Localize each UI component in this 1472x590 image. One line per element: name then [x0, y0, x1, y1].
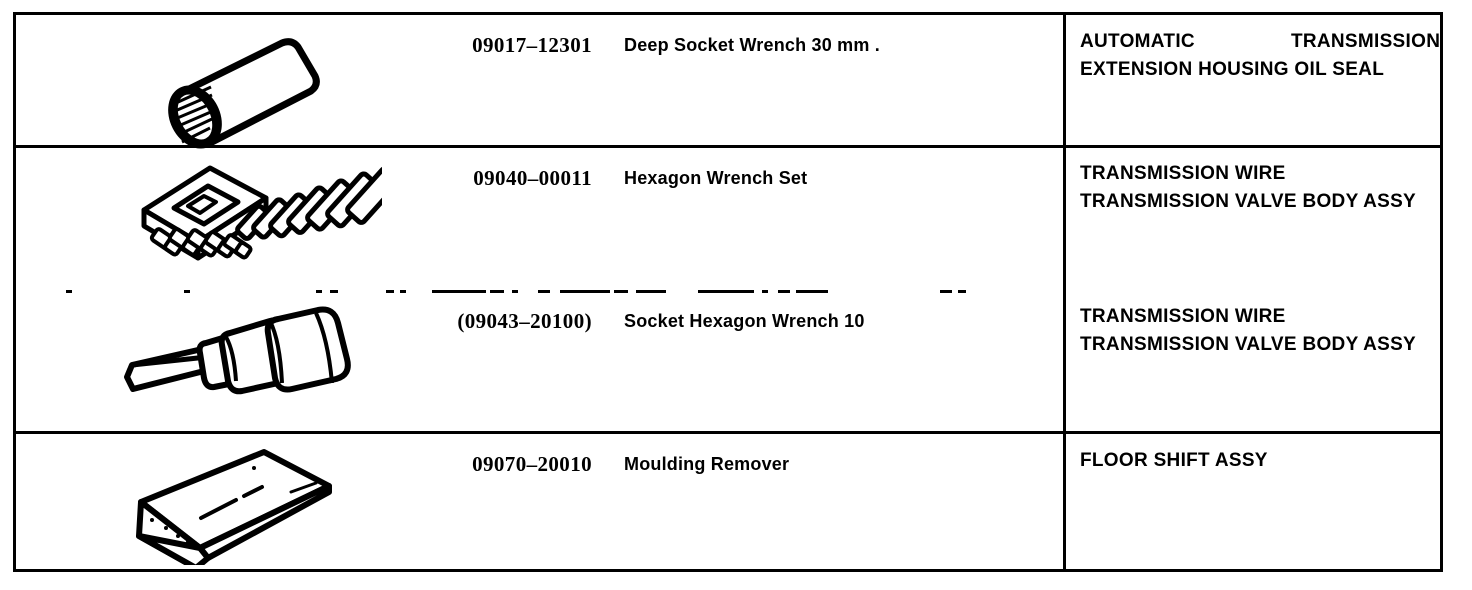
application-line: TRANSMISSION WIRE [1080, 163, 1286, 184]
application-line: FLOOR SHIFT ASSY [1080, 450, 1268, 471]
description-cell: Socket Hexagon Wrench 10 [600, 291, 1063, 434]
tool-description: Socket Hexagon Wrench 10 [624, 311, 865, 331]
part-number-cell: 09070–20010 [428, 434, 600, 569]
application-line: AUTOMATIC TRANSMISSION [1080, 28, 1440, 56]
application-line: TRANSMISSION VALVE BODY ASSY [1080, 334, 1417, 355]
tool-description: Moulding Remover [624, 454, 790, 474]
figure-cell [16, 15, 428, 149]
part-number-cell: 09017–12301 [428, 15, 600, 145]
part-number: 09017–12301 [472, 33, 592, 57]
figure-cell [16, 291, 428, 434]
application-text: TRANSMISSION [1290, 31, 1441, 52]
description-cell: Hexagon Wrench Set [600, 148, 1063, 291]
table-subrow: (09043–20100) Socket Hexagon Wrench 10 [16, 291, 1440, 434]
sub-row-dashed-separator [38, 290, 1054, 293]
part-number: 09070–20010 [472, 452, 592, 476]
table-row: 09017–12301 Deep Socket Wrench 30 mm . A… [16, 15, 1440, 149]
part-number-cell: (09043–20100) [428, 291, 600, 434]
part-number: (09043–20100) [457, 309, 592, 333]
application-text: AUTOMATIC [1080, 31, 1195, 52]
description-cell: Deep Socket Wrench 30 mm . [600, 15, 1063, 145]
table-row: 09070–20010 Moulding Remover FLOOR SHIFT… [16, 434, 1440, 569]
part-number: 09040–00011 [473, 166, 592, 190]
socket-hexagon-wrench-icon [124, 306, 351, 395]
special-service-tools-table: 09017–12301 Deep Socket Wrench 30 mm . A… [13, 12, 1443, 572]
hexagon-wrench-set-icon [141, 165, 382, 261]
figure-cell [16, 148, 428, 291]
knurled-end [168, 85, 222, 149]
application-line: TRANSMISSION VALVE BODY ASSY [1080, 191, 1417, 212]
application-cell: FLOOR SHIFT ASSY [1063, 434, 1440, 569]
deep-socket-wrench-icon [168, 38, 320, 149]
table-subrow: 09040–00011 Hexagon Wrench Set [16, 148, 1440, 291]
application-cell: TRANSMISSION WIRE TRANSMISSION VALVE BOD… [1063, 148, 1440, 431]
application-line: EXTENSION HOUSING OIL SEAL [1080, 59, 1385, 80]
application-cell: AUTOMATIC TRANSMISSION EXTENSION HOUSING… [1063, 15, 1440, 145]
tool-description: Hexagon Wrench Set [624, 168, 808, 188]
moulding-remover-icon [136, 449, 332, 565]
description-cell: Moulding Remover [600, 434, 1063, 569]
tool-description: Deep Socket Wrench 30 mm . [624, 35, 880, 55]
part-number-cell: 09040–00011 [428, 148, 600, 291]
application-line: TRANSMISSION WIRE [1080, 306, 1286, 327]
figure-cell [16, 434, 428, 569]
table-row: 09040–00011 Hexagon Wrench Set [16, 148, 1440, 434]
